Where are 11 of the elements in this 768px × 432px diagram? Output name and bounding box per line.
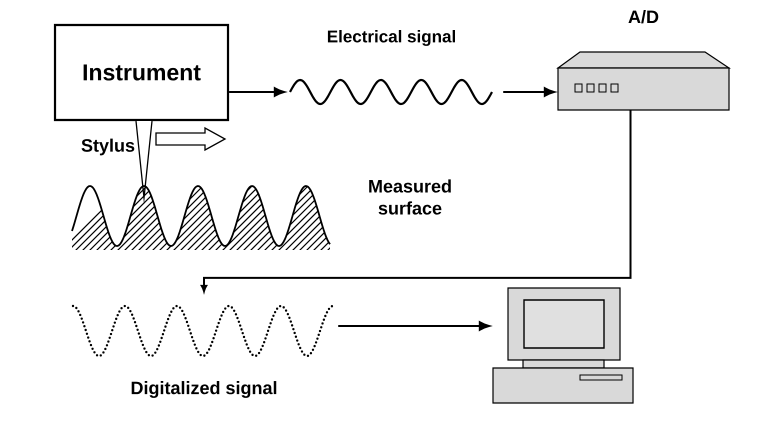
label-text: Measured surface (369, 179, 451, 215)
arrow (503, 87, 555, 97)
arrow (338, 321, 490, 331)
electrical-signal-wave: Electrical signal (289, 30, 493, 106)
arrow (200, 110, 632, 292)
arrow (229, 87, 285, 97)
label-text: Stylus (82, 138, 134, 156)
instrument-box: Instrument (54, 24, 230, 122)
node-label: A/D (628, 10, 658, 24)
computer-drawing (492, 287, 634, 404)
digitalized-signal-wave: Digitalized signal (72, 304, 336, 398)
